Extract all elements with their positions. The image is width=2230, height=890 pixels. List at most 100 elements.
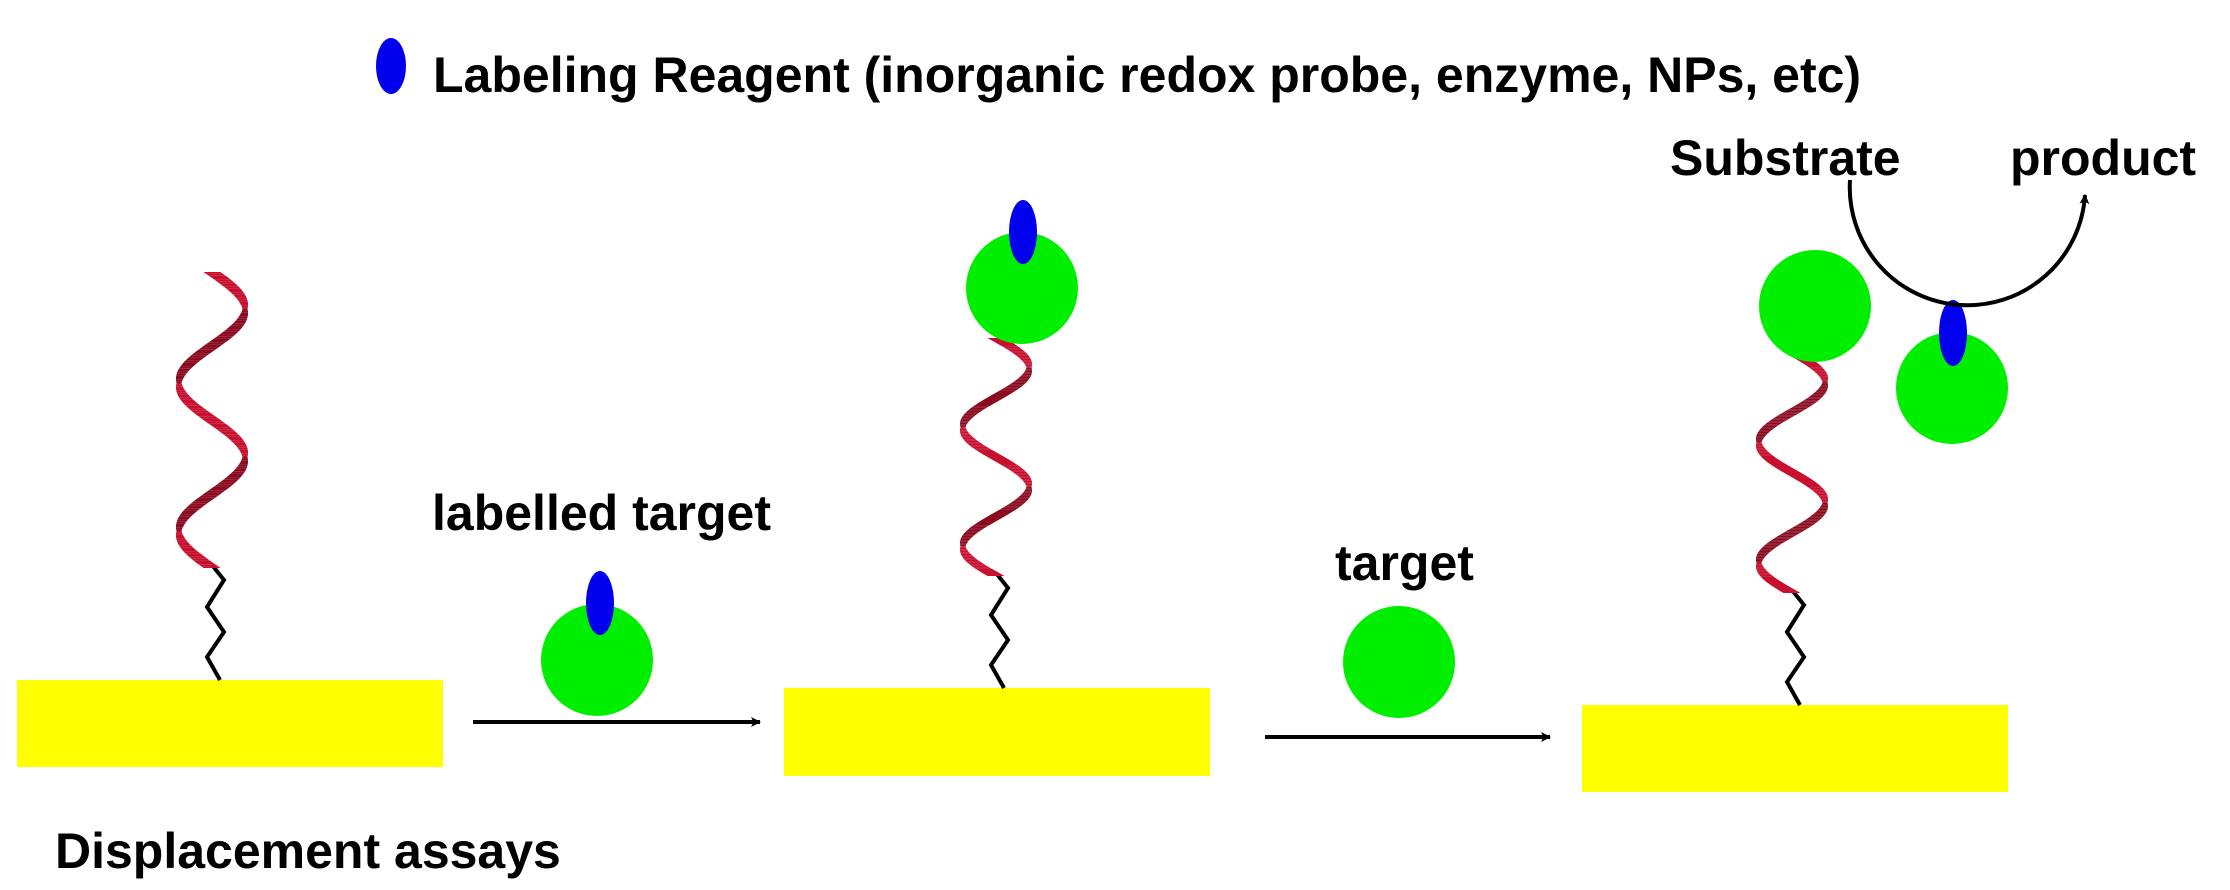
aptamer-ribbon-segment — [992, 459, 1013, 462]
aptamer-ribbon-segment — [1024, 482, 1033, 484]
diagram-caption: Displacement assays — [55, 823, 561, 879]
aptamer-ribbon-segment — [982, 517, 1002, 520]
aptamer-ribbon-segment — [206, 490, 226, 493]
aptamer-ribbon-segment — [971, 406, 989, 408]
aptamer-ribbon-segment — [1821, 504, 1829, 506]
aptamer-ribbon-segment — [1018, 357, 1031, 359]
aptamer-ribbon-segment — [1821, 383, 1829, 386]
aptamer-ribbon-segment — [175, 532, 183, 535]
aptamer-ribbon-segment — [962, 534, 976, 536]
aptamer-ribbon-segment — [969, 564, 987, 566]
aptamer-ribbon-segment — [1025, 486, 1032, 489]
labelled-target-free-tag-icon — [586, 571, 614, 635]
aptamer-ribbon-segment — [1799, 481, 1817, 484]
aptamer-ribbon-segment — [176, 388, 185, 391]
aptamer-ribbon-segment — [219, 333, 237, 335]
aptamer-ribbon-segment — [221, 432, 239, 435]
aptamer-ribbon-segment — [1804, 398, 1821, 401]
aptamer-ribbon-segment — [211, 425, 231, 428]
aptamer-ribbon-segment — [176, 538, 187, 541]
aptamer-ribbon-segment — [1760, 547, 1776, 550]
aptamer-ribbon-segment — [962, 556, 976, 559]
aptamer-ribbon-segment — [195, 349, 216, 352]
aptamer-ribbon-segment — [177, 518, 190, 520]
aptamer-ribbon-segment — [1817, 388, 1828, 390]
aptamer-ribbon-segment — [1778, 589, 1798, 592]
aptamer-ribbon-segment — [239, 301, 248, 304]
aptamer-ribbon-segment — [203, 344, 224, 346]
linker-2 — [988, 571, 1011, 689]
aptamer-ribbon-segment — [1778, 469, 1798, 471]
aptamer-ribbon-segment — [240, 303, 249, 306]
aptamer-ribbon-segment — [1010, 351, 1027, 353]
aptamer-ribbon-segment — [1757, 552, 1770, 554]
aptamer-2 — [959, 338, 1033, 576]
aptamer-ribbon-segment — [183, 551, 200, 554]
aptamer-ribbon-segment — [1783, 410, 1804, 413]
aptamer-ribbon-segment — [963, 558, 978, 560]
aptamer-ribbon-segment — [959, 549, 968, 551]
aptamer-ribbon-segment — [1025, 367, 1032, 370]
aptamer-ribbon-segment — [185, 358, 203, 361]
aptamer-ribbon-segment — [176, 392, 188, 395]
aptamer-ribbon-segment — [1020, 477, 1032, 480]
aptamer-ribbon-segment — [1025, 488, 1033, 490]
aptamer-ribbon-segment — [179, 397, 194, 400]
aptamer-ribbon-segment — [990, 394, 1010, 397]
aptamer-ribbon-segment — [1000, 464, 1019, 466]
aptamer-ribbon-segment — [1014, 354, 1029, 356]
aptamer-ribbon-segment — [1801, 520, 1819, 523]
aptamer-ribbon-segment — [179, 545, 194, 548]
aptamer-ribbon-segment — [997, 390, 1017, 392]
aptamer-ribbon-segment — [1801, 362, 1819, 365]
product-label: product — [2010, 130, 2196, 186]
aptamer-ribbon-segment — [230, 292, 245, 295]
aptamer-ribbon-segment — [979, 519, 1000, 521]
aptamer-ribbon-segment — [178, 395, 192, 398]
aptamer-ribbon-segment — [1778, 413, 1798, 416]
aptamer-ribbon-segment — [1804, 519, 1821, 521]
aptamer-ribbon-segment — [960, 552, 971, 554]
aptamer-ribbon-segment — [1806, 486, 1823, 488]
aptamer-ribbon-segment — [179, 366, 194, 369]
aptamer-ribbon-segment — [241, 458, 249, 461]
aptamer-ribbon-segment — [1804, 484, 1821, 487]
aptamer-ribbon-segment — [1756, 436, 1765, 438]
aptamer-ribbon-segment — [1816, 389, 1828, 392]
aptamer-ribbon-segment — [1769, 540, 1788, 542]
aptamer-ribbon-segment — [187, 505, 205, 507]
aptamer-ribbon-segment — [200, 346, 221, 348]
aptamer-ribbon-segment — [1755, 565, 1764, 568]
aptamer-ribbon-segment — [1023, 372, 1032, 374]
aptamer-ribbon-segment — [232, 321, 246, 324]
aptamer-ribbon-segment — [959, 547, 967, 550]
aptamer-ribbon-segment — [179, 514, 194, 517]
aptamer-ribbon-segment — [1756, 555, 1767, 557]
aptamer-ribbon-segment — [1003, 465, 1021, 468]
aptamer-ribbon-segment — [964, 440, 980, 443]
aptamer-ribbon-segment — [241, 457, 248, 459]
aptamer-ribbon-segment — [208, 488, 229, 491]
aptamer-ribbon-segment — [1819, 376, 1828, 378]
aptamer-ribbon-segment — [1765, 543, 1783, 545]
aptamer-ribbon-segment — [961, 416, 974, 419]
aptamer-ribbon-segment — [176, 519, 188, 522]
aptamer-ribbon-segment — [1767, 582, 1785, 584]
aptamer-ribbon-segment — [200, 418, 221, 420]
aptamer-ribbon-segment — [1783, 472, 1804, 475]
aptamer-ribbon-segment — [1801, 400, 1819, 402]
aptamer-ribbon-segment — [1821, 380, 1828, 383]
aptamer-ribbon-segment — [1016, 378, 1030, 380]
aptamer-ribbon-segment — [198, 495, 218, 498]
aptamer-ribbon-segment — [1018, 495, 1031, 498]
aptamer-ribbon-segment — [211, 338, 231, 341]
aptamer-ribbon-segment — [1761, 425, 1778, 428]
aptamer-ribbon-segment — [995, 391, 1015, 394]
aptamer-ribbon-segment — [239, 462, 248, 465]
aptamer-ribbon-segment — [180, 547, 196, 550]
aptamer-ribbon-segment — [979, 571, 1000, 574]
aptamer-ribbon-segment — [1821, 499, 1829, 502]
aptamer-ribbon-segment — [181, 401, 198, 404]
aptamer-ribbon-segment — [1012, 471, 1028, 474]
aptamer-ribbon-segment — [178, 368, 192, 371]
